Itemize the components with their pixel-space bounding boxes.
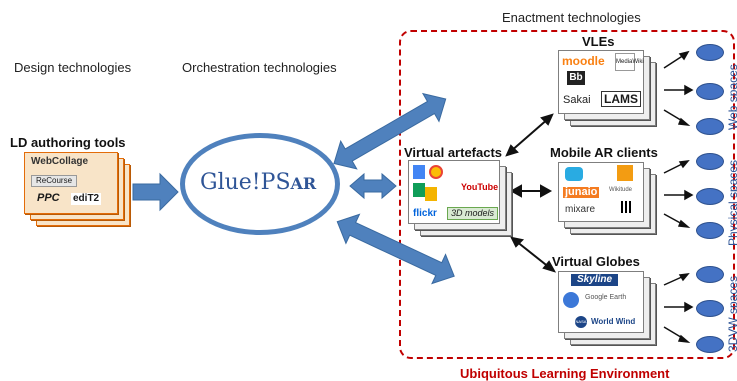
nasa-logo: NASA (575, 316, 587, 328)
qr-code-icon (621, 201, 633, 213)
arrow-glue-globes (336, 213, 455, 285)
physical-space-ellipse-1 (696, 153, 724, 170)
ld-authoring-tools-label: LD authoring tools (10, 135, 126, 150)
arrow-glue-artefacts (349, 172, 397, 200)
web-space-ellipse-1 (696, 44, 724, 61)
virtual-globes-label: Virtual Globes (552, 254, 640, 269)
artefact-card-front: YouTube flickr 3D models (408, 160, 500, 224)
design-technologies-label: Design technologies (14, 60, 132, 75)
ar-app-icon (565, 167, 583, 181)
youtube-logo: YouTube (461, 182, 499, 192)
picasa-icon (429, 165, 443, 179)
junaio-logo: junaio (563, 186, 600, 198)
virtual-artefacts-label: Virtual artefacts (404, 145, 503, 160)
space-connectors (663, 50, 694, 344)
web-space-ellipse-3 (696, 118, 724, 135)
3dvw-spaces-label: 3DVW spaces (726, 275, 737, 352)
physical-space-ellipse-3 (696, 222, 724, 239)
wikitude-icon (617, 165, 633, 181)
ar-logo-text: AR (290, 174, 317, 193)
google-earth-logo: Google Earth (585, 294, 627, 301)
glue-psar-logo: Glue!PSAR (200, 170, 316, 195)
orchestration-technologies-label: Orchestration technologies (182, 60, 337, 75)
vle-card-front: moodle MediaWiki Bb Sakai LAMS (558, 50, 644, 114)
physical-space-ellipse-2 (696, 188, 724, 205)
ld-card-front: WebCollage ReCourse PPC ediT2 (24, 152, 118, 214)
3dvw-space-ellipse-1 (696, 266, 724, 283)
google-earth-globe-icon (563, 292, 579, 308)
3dvw-space-ellipse-3 (696, 336, 724, 353)
skyline-logo: Skyline (571, 274, 619, 286)
mobile-ar-clients-label: Mobile AR clients (550, 145, 658, 160)
3d-models-logo: 3D models (447, 207, 499, 220)
mediawiki-logo: MediaWiki (615, 53, 644, 71)
lams-logo: LAMS (601, 91, 641, 107)
world-wind-logo: World Wind (591, 317, 636, 326)
artefact-connectors (505, 113, 557, 273)
arrow-glue-vles (333, 92, 447, 170)
slides-icon (425, 187, 437, 201)
flickr-logo: flickr (413, 208, 437, 219)
docs-icon (413, 165, 425, 179)
glue-logo-text: Glue! (200, 170, 261, 195)
3dvw-space-ellipse-2 (696, 300, 724, 317)
edit2-logo: ediT2 (71, 193, 102, 205)
ppc-logo: PPC (37, 192, 60, 204)
mixare-logo: mixare (565, 204, 596, 215)
ubiquitous-learning-environment-region (399, 30, 735, 359)
ps-logo-text: PS (260, 170, 291, 195)
webcollage-logo: WebCollage (31, 156, 89, 167)
ubiquitous-learning-environment-label: Ubiquitous Learning Environment (460, 366, 670, 381)
moodle-logo: moodle (562, 54, 605, 68)
vles-label: VLEs (582, 34, 615, 49)
arrow-ld-to-glue (132, 172, 179, 212)
glue-psar-ellipse (180, 133, 340, 235)
sakai-logo: Sakai (563, 94, 591, 106)
enactment-technologies-label: Enactment technologies (502, 10, 641, 25)
web-space-ellipse-2 (696, 83, 724, 100)
sheets-icon (413, 183, 425, 197)
blackboard-logo: Bb (567, 71, 585, 85)
ar-card-front: junaio Wikitude mixare (558, 162, 644, 222)
globe-card-front: Skyline Google Earth NASA World Wind (558, 271, 644, 333)
physical-spaces-label: Physical spaces (726, 159, 737, 246)
wikitude-logo: Wikitude (609, 187, 633, 193)
recourse-logo: ReCourse (31, 175, 78, 187)
web-spaces-label: Web spaces (726, 64, 737, 130)
